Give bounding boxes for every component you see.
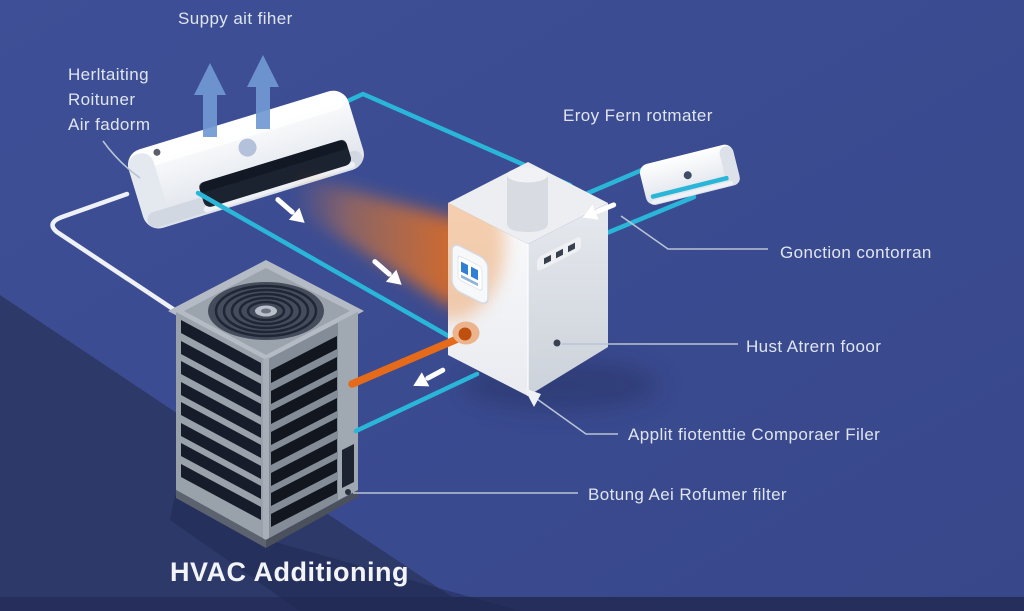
furnace-vent-slot (537, 237, 581, 271)
label-component-filter: Applit fiotenttie Comporaer Filer (628, 425, 881, 444)
cool-line-middle (195, 190, 455, 341)
leader-junction (620, 215, 768, 250)
wall-unit-teal-stripe (650, 175, 729, 199)
label-return-air-line2: Roituner (68, 90, 136, 109)
leader-arrowhead-icon (524, 388, 541, 407)
furnace-flue-top (507, 167, 548, 183)
leader-return-air (102, 140, 141, 179)
condenser-base-left (176, 490, 266, 548)
condenser-right-louvers (271, 336, 337, 527)
condenser-left-louvers (181, 320, 261, 520)
outdoor-condenser-unit (168, 260, 364, 548)
furnace-control-panel (451, 244, 489, 305)
furnace-flue (507, 175, 548, 232)
air-handler-body (127, 90, 364, 229)
condenser-fan-grille (208, 282, 324, 340)
panel-display-segment (461, 261, 468, 276)
panel-display-bar (461, 274, 478, 287)
white-line (50, 191, 179, 314)
air-handler-top-highlight (129, 91, 345, 171)
air-handler-indicator (238, 138, 257, 157)
label-heat-source: Hust Atrern fooor (746, 337, 882, 356)
leader-lines (102, 140, 768, 494)
panel-display-segment (471, 266, 478, 281)
label-junction: Gonction contorran (780, 243, 932, 262)
label-return-air-line3: Air fadorm (68, 115, 151, 134)
diagram-title: HVAC Additioning (170, 557, 409, 587)
leader-component-filter (536, 398, 618, 435)
condenser-panel-slot (342, 444, 354, 488)
air-handler-sensor-dot (153, 148, 161, 156)
wall-unit-end-cap (719, 146, 740, 186)
hot-pipe-port-center (458, 327, 472, 341)
condenser-leader-dot (345, 489, 351, 495)
flow-arrow-icon (275, 197, 305, 223)
thermostat-wall-unit (639, 144, 740, 205)
label-supply-air: Suppy ait fiher (178, 9, 293, 28)
air-handler-lip (203, 161, 356, 213)
floor-edge-strip (0, 597, 1024, 611)
wall-air-handler (127, 90, 364, 229)
supply-up-arrow-icon (247, 55, 279, 129)
flow-arrow-icon (582, 202, 617, 220)
flow-arrow-icon (372, 259, 402, 285)
furnace-right-face (528, 203, 608, 396)
label-return-filter: Botung Aei Rofumer filter (588, 485, 787, 504)
condenser-corner-edge (263, 357, 269, 541)
cool-line-bottom (353, 371, 480, 434)
air-handler-end-cap (128, 153, 169, 226)
flow-arrow-icon (413, 367, 446, 387)
supply-up-arrow-icon (194, 63, 226, 137)
furnace-leader-dot (553, 339, 561, 347)
air-handler-vent-shadow (199, 139, 347, 193)
hot-pipe (348, 333, 466, 388)
label-return-air-line1: Herltaiting (68, 65, 149, 84)
furnace-unit (448, 162, 608, 396)
wall-unit-lip (651, 181, 733, 205)
condenser-shadow (170, 495, 520, 611)
condenser-base-right (266, 490, 358, 548)
label-return-air: Herltaiting Roituner Air fadorm (68, 62, 150, 137)
warm-airflow (295, 175, 478, 310)
wall-unit-dot (683, 171, 692, 180)
label-energy-recovery: Eroy Fern rotmater (563, 106, 713, 125)
